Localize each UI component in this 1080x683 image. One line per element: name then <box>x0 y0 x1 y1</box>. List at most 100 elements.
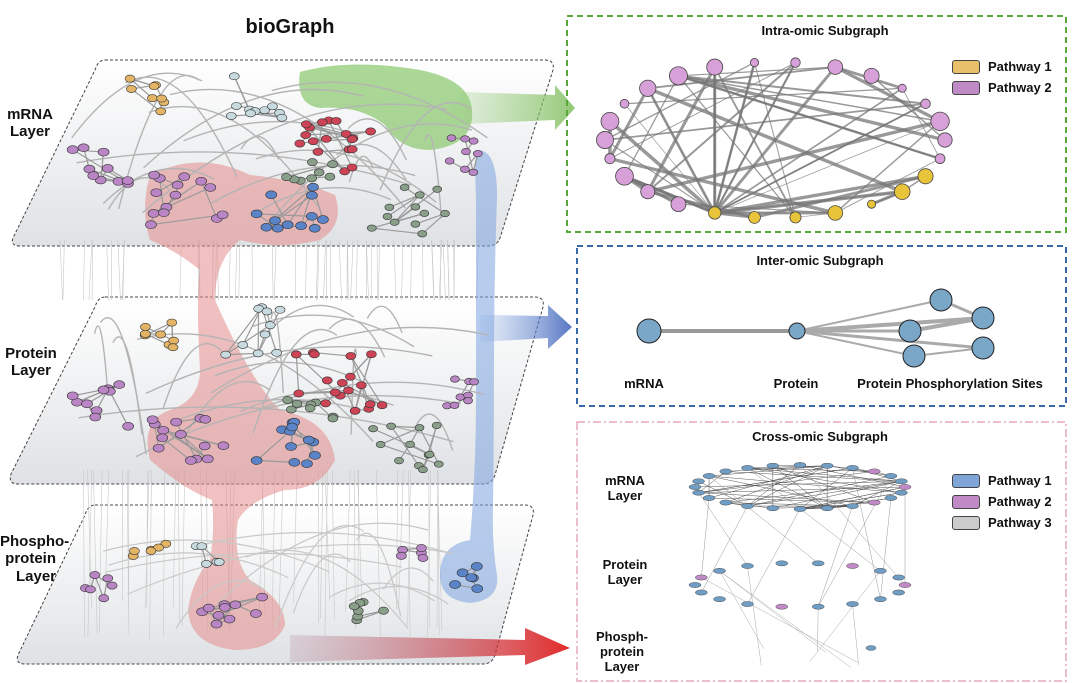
inter-layer-line <box>273 239 277 301</box>
network-node <box>348 602 360 611</box>
network-edge <box>270 194 289 226</box>
network-node <box>418 466 428 474</box>
network-edge <box>415 212 446 225</box>
cross-mrna-label: mRNA Layer <box>605 473 645 503</box>
inter-layer-line <box>87 469 92 608</box>
network-node <box>461 148 471 156</box>
intra-node <box>670 196 687 213</box>
network-node <box>471 584 484 593</box>
cross-node <box>692 489 705 496</box>
inter-node <box>971 336 995 360</box>
cross-node <box>702 495 716 501</box>
inter-layer-line <box>407 469 411 626</box>
network-node <box>256 592 268 602</box>
network-node <box>306 174 318 183</box>
inter-layer-line <box>106 239 109 301</box>
network-edge <box>312 140 346 172</box>
network-node <box>148 82 160 90</box>
cross-node <box>895 478 908 485</box>
network-node <box>327 414 339 423</box>
network-edge <box>252 329 338 434</box>
network-edge <box>180 433 224 447</box>
network-edge <box>200 181 218 219</box>
network-node <box>102 574 114 583</box>
inter-layer-line <box>401 239 404 301</box>
cross-edge <box>698 467 853 493</box>
intra-node <box>790 57 801 68</box>
inter-edge <box>796 316 984 333</box>
inter-layer-line <box>442 239 446 301</box>
network-node <box>431 421 442 429</box>
network-edge <box>257 309 281 354</box>
intra-node <box>917 168 934 185</box>
intra-panel-border <box>566 15 1067 233</box>
network-node <box>160 539 172 548</box>
intra-edge <box>604 139 716 214</box>
network-node <box>320 134 332 143</box>
network-node <box>185 456 197 465</box>
legend-swatch <box>952 494 980 509</box>
network-edge <box>175 421 197 460</box>
network-edge <box>341 382 356 412</box>
inter-layer-line <box>93 469 98 635</box>
inter-edge <box>909 316 984 333</box>
intra-node <box>615 166 634 186</box>
cross-edge <box>719 570 826 653</box>
network-node <box>89 571 101 579</box>
inter-layer-line <box>181 469 186 627</box>
highlight-red <box>145 162 338 650</box>
network-edge <box>107 177 169 210</box>
cross-node <box>820 462 834 469</box>
network-node <box>148 170 160 180</box>
phospho-network <box>80 522 484 629</box>
network-edge <box>387 194 421 218</box>
network-node <box>155 330 166 339</box>
network-edge <box>252 314 415 348</box>
network-node <box>365 127 376 136</box>
network-node <box>399 183 410 191</box>
cross-edge <box>725 471 902 482</box>
network-node <box>167 343 179 352</box>
cross-node <box>898 484 912 490</box>
network-edge <box>145 346 433 395</box>
intra-edge <box>677 75 796 218</box>
cross-edge <box>709 475 853 507</box>
inter-layer-line <box>234 239 238 301</box>
cross-node <box>695 589 708 596</box>
network-node <box>446 134 457 142</box>
network-edge <box>86 384 120 405</box>
network-edge <box>108 552 289 579</box>
network-edge <box>348 389 383 406</box>
cross-panel-border <box>576 421 1067 682</box>
network-node <box>225 112 237 120</box>
legend-label: Pathway 1 <box>988 59 1052 74</box>
legend-swatch <box>952 80 980 95</box>
cross-node <box>884 473 898 479</box>
network-node <box>122 422 134 431</box>
inter-layer-line <box>91 239 93 301</box>
cross-node <box>719 468 732 475</box>
network-node <box>329 388 341 397</box>
network-edge <box>245 549 409 629</box>
network-node <box>150 188 163 197</box>
cross-node <box>719 499 732 506</box>
cross-panel-title: Cross-omic Subgraph <box>752 429 888 444</box>
inter-layer-line <box>378 239 380 301</box>
network-node <box>223 614 236 624</box>
network-edge <box>295 354 341 397</box>
network-node <box>346 135 358 144</box>
cross-node <box>868 468 881 475</box>
network-node <box>217 441 230 451</box>
inter-layer-line <box>408 469 411 637</box>
network-node <box>396 551 407 560</box>
network-node <box>259 330 271 339</box>
network-node <box>250 456 263 465</box>
inter-edge <box>796 329 984 350</box>
network-node <box>465 573 478 582</box>
cross-edge <box>747 565 762 666</box>
highlight-blue <box>440 150 498 603</box>
network-node <box>250 209 263 219</box>
network-node <box>166 318 178 327</box>
network-node <box>460 135 470 143</box>
network-node <box>85 585 96 594</box>
